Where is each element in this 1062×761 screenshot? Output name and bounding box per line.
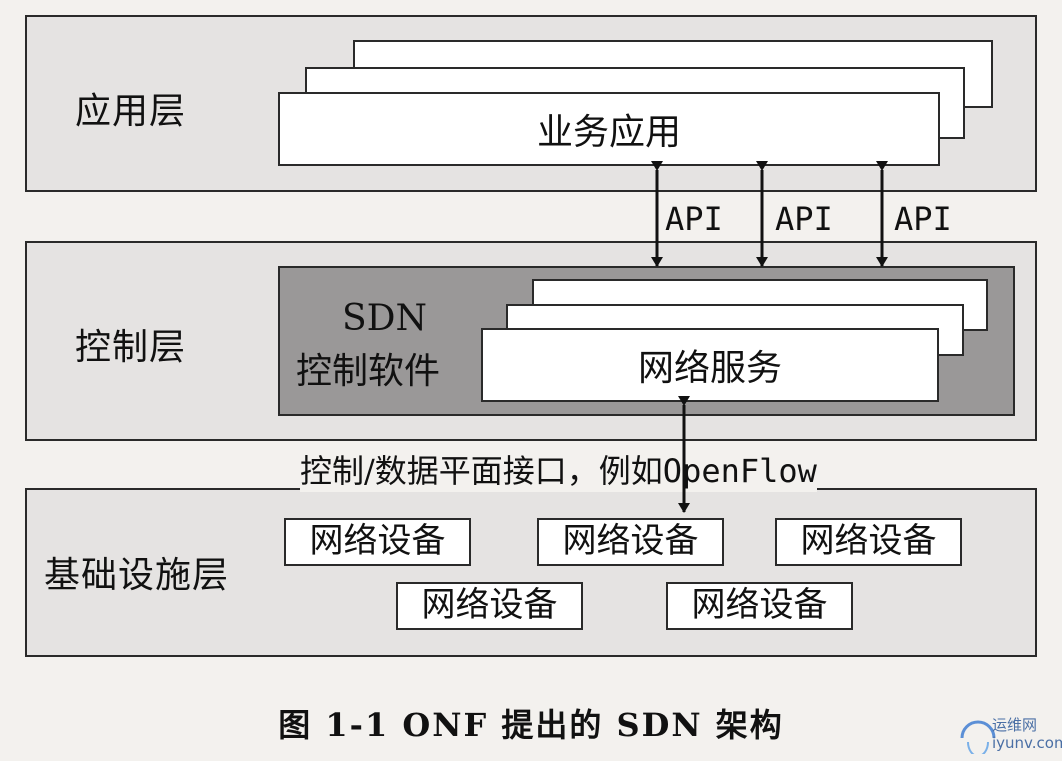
network-device: 网络设备 [775,518,962,566]
control-layer-label: 控制层 [75,327,187,368]
network-device: 网络设备 [537,518,724,566]
watermark-icon [960,720,996,754]
southbound-interface-label: 控制/数据平面接口，例如OpenFlow [300,446,817,492]
business-app-label: 业务应用 [536,112,681,153]
network-device: 网络设备 [396,582,583,630]
network-service-label: 网络服务 [637,348,782,389]
application-layer-label: 应用层 [75,91,187,132]
figure-caption: 图 1-1 ONF 提出的 SDN 架构 [278,706,784,744]
sdn-label-line2: 控制软件 [296,351,441,392]
api-label: API [894,200,952,238]
watermark-logo: 运维网 iyunv.com [958,712,1062,757]
southbound-interface-prefix: 控制/数据平面接口，例如 [300,452,663,490]
api-label: API [775,200,833,238]
network-service-card: 网络服务 [481,328,939,402]
network-device: 网络设备 [666,582,853,630]
business-app-card: 业务应用 [278,92,940,166]
api-label: API [665,200,723,238]
infrastructure-layer-label: 基础设施层 [44,555,230,596]
network-device: 网络设备 [284,518,471,566]
watermark-text-url: iyunv.com [992,734,1062,752]
sdn-label-line1: SDN [342,298,428,339]
watermark-text-cn: 运维网 [992,716,1038,734]
